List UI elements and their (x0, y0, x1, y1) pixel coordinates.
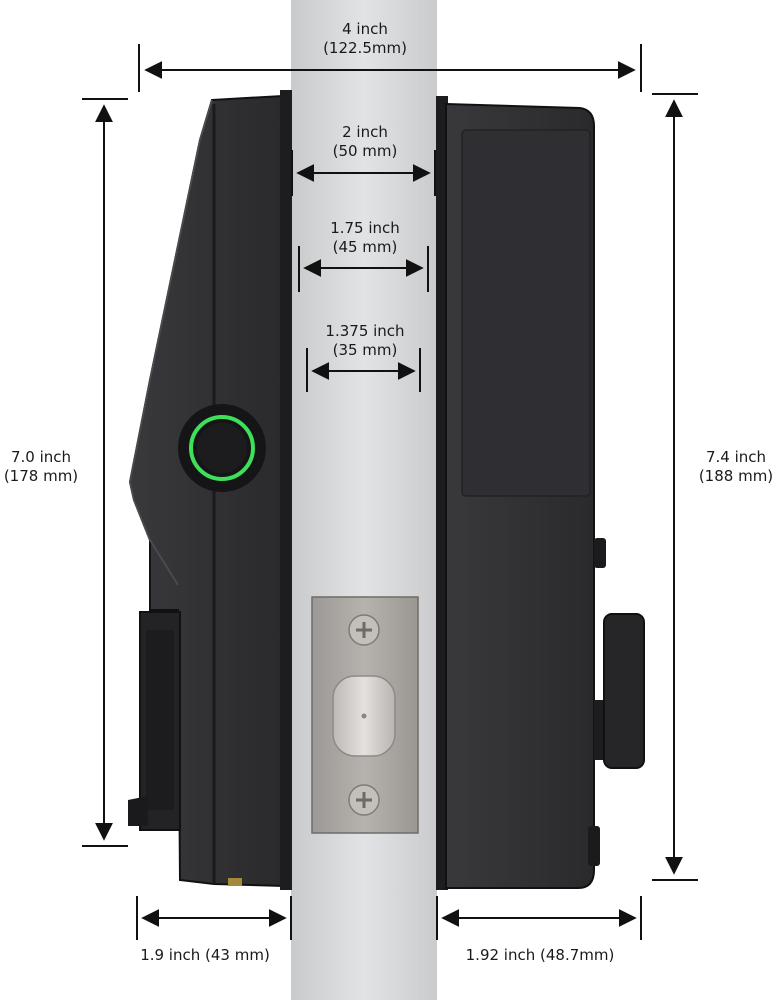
overall-width-mm: (122.5mm) (323, 39, 407, 57)
exterior-depth-text: 1.9 inch (43 mm) (140, 946, 270, 964)
exterior-mount-plate (280, 90, 292, 890)
interior-bottom-tab (588, 826, 600, 866)
overall-width-inch: 4 inch (342, 20, 388, 38)
interior-height-mm: (188 mm) (698, 467, 774, 485)
interior-side-button (594, 538, 606, 568)
door-1375inch-label: 1.375 inch (35 mm) (300, 322, 430, 360)
door-2inch-mm: (50 mm) (332, 142, 398, 160)
exterior-latch-bump (228, 878, 242, 886)
latch-faceplate (311, 596, 419, 834)
overall-width-label: 4 inch (122.5mm) (300, 20, 430, 58)
door-1375inch-inch: 1.375 inch (325, 322, 405, 340)
thumb-turn-icon (594, 613, 645, 769)
exterior-lock (128, 90, 292, 890)
interior-depth-text: 1.92 inch (48.7mm) (465, 946, 615, 964)
door-2inch-label: 2 inch (50 mm) (300, 123, 430, 161)
screw-icon (348, 784, 380, 816)
door-175inch-inch: 1.75 inch (330, 219, 400, 237)
interior-height-inch: 7.4 inch (705, 448, 767, 466)
interior-height-label: 7.4 inch (188 mm) (694, 448, 778, 486)
door-175inch-label: 1.75 inch (45 mm) (300, 219, 430, 257)
interior-depth-label: 1.92 inch (48.7mm) (440, 946, 640, 965)
dimension-lines (82, 44, 698, 940)
interior-lock (436, 96, 645, 890)
screw-icon (348, 614, 380, 646)
interior-battery-cover (461, 129, 591, 497)
fingerprint-sensor-icon (178, 404, 266, 492)
exterior-height-mm: (178 mm) (3, 467, 79, 485)
exterior-depth-label: 1.9 inch (43 mm) (105, 946, 305, 965)
exterior-lower-module-inner (146, 630, 174, 810)
door-2inch-inch: 2 inch (342, 123, 388, 141)
door-175inch-mm: (45 mm) (332, 238, 398, 256)
exterior-height-label: 7.0 inch (178 mm) (0, 448, 82, 486)
exterior-lock-bevel (128, 99, 213, 586)
exterior-key-nub (128, 796, 148, 826)
door-1375inch-mm: (35 mm) (332, 341, 398, 359)
exterior-height-inch: 7.0 inch (10, 448, 72, 466)
